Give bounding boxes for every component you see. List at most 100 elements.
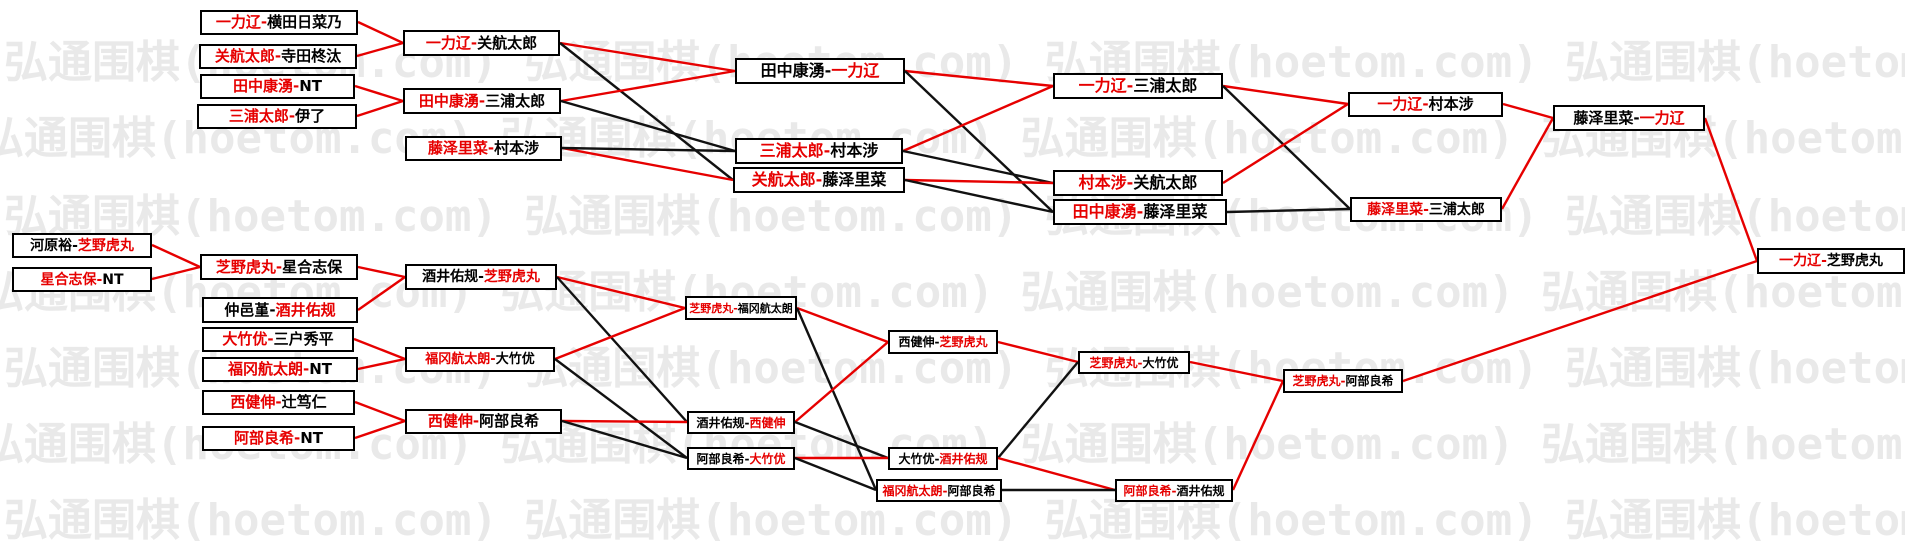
winner-path-line xyxy=(356,41,404,58)
match-box-C6: 福冈航太朗-大竹优 xyxy=(405,347,555,372)
winner-path-line xyxy=(904,69,1054,88)
winner-path-line xyxy=(554,306,686,361)
winner-path-line xyxy=(354,400,406,423)
loser-path-line xyxy=(997,361,1079,459)
loser-path-line xyxy=(794,456,877,492)
player-name-left: 三浦太郎 xyxy=(228,107,289,125)
player-name-left: 星合志保 xyxy=(40,271,97,288)
vs-dash: - xyxy=(478,91,486,110)
vs-dash: - xyxy=(1136,202,1144,221)
player-name-left: 藤泽里菜 xyxy=(1367,201,1424,218)
match-box-B3: 藤泽里菜-村本涉 xyxy=(405,136,562,161)
player-name-left: 田中康湧 xyxy=(232,77,293,95)
winner-path-line xyxy=(354,419,406,440)
match-box-B8: 西健伸-辻笃仁 xyxy=(202,390,355,415)
match-box-E6: 福冈航太朗-阿部良希 xyxy=(876,479,1002,502)
player-name-right: 星合志保 xyxy=(282,257,343,276)
winner-path-line xyxy=(151,243,201,269)
player-name-right: NT xyxy=(102,271,124,288)
winner-path-line xyxy=(1231,380,1285,491)
vs-dash: - xyxy=(744,415,750,430)
match-box-C4: 酒井佑规-芝野虎丸 xyxy=(405,264,557,290)
player-name-right: 三浦太郎 xyxy=(1428,201,1485,218)
match-box-D4: 芝野虎丸-福冈航太朗 xyxy=(685,296,797,320)
winner-path-line xyxy=(357,265,406,279)
vs-dash: - xyxy=(274,47,282,65)
match-box-D6: 阿部良希-大竹优 xyxy=(687,447,795,470)
player-name-right: 寺田柊汰 xyxy=(281,47,342,65)
match-box-E4: 西健伸-芝野虎丸 xyxy=(888,330,998,354)
loser-path-line xyxy=(559,42,734,181)
loser-path-line xyxy=(561,146,736,153)
match-box-B7: 福冈航太朗-NT xyxy=(202,357,358,382)
player-name-right: 三户秀平 xyxy=(273,330,334,348)
vs-dash: - xyxy=(815,170,823,189)
player-name-right: NT xyxy=(299,77,323,95)
player-name-right: 村本涉 xyxy=(494,139,540,157)
loser-path-line xyxy=(902,149,1054,185)
vs-dash: - xyxy=(934,335,940,349)
match-box-F1: 藤泽里菜-一力辽 xyxy=(1553,105,1705,131)
player-name-left: 田中康湧 xyxy=(418,91,479,110)
player-name-right: 横田日菜乃 xyxy=(267,13,343,31)
player-name-right: 西健伸 xyxy=(749,415,786,430)
match-box-G4: 芝野虎丸-阿部良希 xyxy=(1283,369,1403,393)
loser-path-line xyxy=(561,419,688,460)
winner-path-line xyxy=(356,99,404,118)
player-name-right: 藤泽里菜 xyxy=(1143,202,1208,221)
match-box-B1: 一力辽-关航太郎 xyxy=(403,30,560,56)
player-name-left: 福冈航太朗 xyxy=(882,483,943,498)
match-box-A3: 田中康湧-NT xyxy=(200,74,355,99)
player-name-right: 关航太郎 xyxy=(477,33,538,52)
vs-dash: - xyxy=(269,300,276,319)
match-box-E1: 一力辽-村本涉 xyxy=(1348,92,1503,117)
vs-dash: - xyxy=(292,77,300,95)
vs-dash: - xyxy=(744,451,750,466)
player-name-right: 村本涉 xyxy=(830,141,879,160)
player-name-left: 藤泽里菜 xyxy=(427,139,488,157)
player-name-left: 村本涉 xyxy=(1078,173,1127,192)
winner-path-line xyxy=(560,69,736,103)
vs-dash: - xyxy=(1821,253,1827,269)
match-box-C1: 田中康湧-一力辽 xyxy=(735,58,905,84)
match-box-D2: 村本涉-关航太郎 xyxy=(1053,170,1223,196)
match-box-B9: 阿部良希-NT xyxy=(202,426,355,451)
match-box-A4: 三浦太郎-伊了 xyxy=(197,104,357,129)
winner-path-line xyxy=(357,276,406,311)
player-name-right: 福冈航太朗 xyxy=(737,301,793,315)
vs-dash: - xyxy=(490,352,496,367)
vs-dash: - xyxy=(733,301,738,315)
winner-path-line xyxy=(1502,102,1554,120)
player-name-left: 大竹优 xyxy=(222,330,268,348)
winner-path-line xyxy=(1703,117,1759,262)
watermark-text-row: 弘通围棋(hoetom.com) 弘通围棋(hoetom.com) 弘通围棋(h… xyxy=(4,191,1905,242)
vs-dash: - xyxy=(1126,173,1134,192)
player-name-left: 芝野虎丸 xyxy=(215,257,276,276)
player-name-left: 一力辽 xyxy=(1078,76,1127,95)
player-name-right: 芝野虎丸 xyxy=(77,237,134,254)
winner-path-line xyxy=(997,456,1116,492)
player-name-left: 大竹优 xyxy=(898,451,935,466)
vs-dash: - xyxy=(1633,108,1640,127)
winner-path-line xyxy=(1189,360,1284,383)
vs-dash: - xyxy=(1422,95,1429,113)
player-name-left: 田中康湧 xyxy=(760,61,825,80)
player-name-right: 芝野虎丸 xyxy=(1826,253,1883,269)
player-name-right: 村本涉 xyxy=(1428,95,1474,113)
match-box-E5: 大竹优-酒井佑规 xyxy=(888,447,998,470)
connector-lines-layer xyxy=(151,20,1759,492)
player-name-right: NT xyxy=(309,360,333,378)
winner-path-line xyxy=(796,306,889,344)
player-name-right: 三浦太郎 xyxy=(1133,76,1198,95)
winner-path-line xyxy=(151,265,201,281)
winner-path-line xyxy=(1222,84,1349,106)
vs-dash: - xyxy=(487,139,495,157)
player-name-right: 阿部良希 xyxy=(1345,374,1394,388)
match-box-D5: 酒井佑规-西健伸 xyxy=(687,411,795,434)
player-name-right: 芝野虎丸 xyxy=(939,335,988,349)
loser-path-line xyxy=(560,99,736,153)
match-box-B5: 仲邑堇-酒井佑规 xyxy=(202,297,358,323)
player-name-left: 三浦太郎 xyxy=(759,141,824,160)
vs-dash: - xyxy=(1137,355,1143,370)
